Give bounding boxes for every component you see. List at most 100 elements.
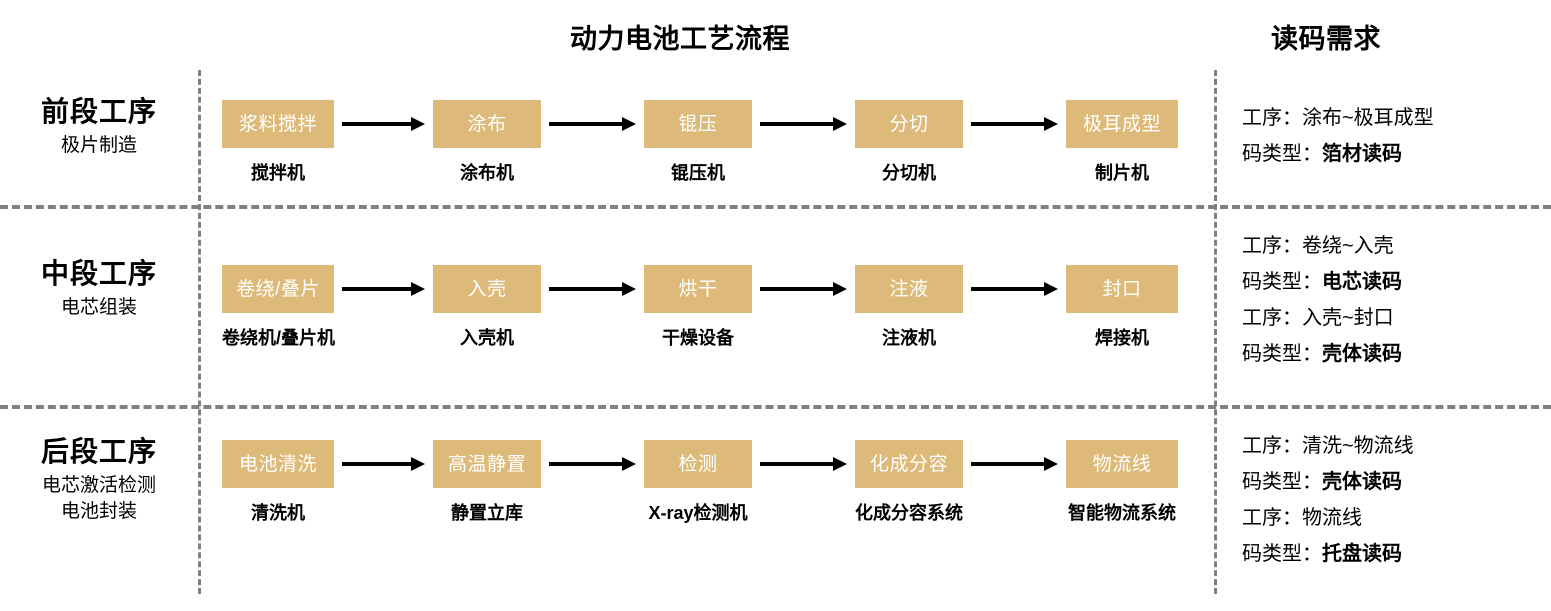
flow-arrow-icon <box>549 282 636 296</box>
process-node-box[interactable]: 极耳成型 <box>1066 100 1178 148</box>
requirement-label: 码类型： <box>1242 343 1322 365</box>
process-node-box[interactable]: 浆料搅拌 <box>222 100 334 148</box>
process-node-label: 烘干 <box>678 278 718 300</box>
process-node-label: 电池清洗 <box>238 453 317 475</box>
process-node[interactable]: 注液 注液机 <box>855 265 963 350</box>
flow-arrow-icon <box>971 117 1058 131</box>
process-node-box[interactable]: 入壳 <box>433 265 541 313</box>
process-node-equipment: 焊接机 <box>1095 328 1149 348</box>
flow-arrow-icon <box>342 117 425 131</box>
requirement-line: 工序：清洗~物流线 <box>1242 428 1542 464</box>
process-node-label: 高温静置 <box>447 453 526 475</box>
flow-row-1: 浆料搅拌 搅拌机 涂布 涂布机 锟压 锟压机 分切 <box>0 100 1551 200</box>
requirement-line: 码类型：箔材读码 <box>1242 136 1542 172</box>
requirement-value: 物流线 <box>1302 507 1362 529</box>
requirement-line: 码类型：壳体读码 <box>1242 464 1542 500</box>
process-node[interactable]: 检测 X-ray检测机 <box>644 440 752 525</box>
process-node-label: 化成分容 <box>869 453 948 475</box>
horizontal-divider-2 <box>0 405 1551 409</box>
process-node-equipment: X-ray检测机 <box>648 503 748 523</box>
requirement-line: 工序：入壳~封口 <box>1242 300 1542 336</box>
page-title-process-flow: 动力电池工艺流程 <box>570 24 790 54</box>
flow-arrow-icon <box>760 282 847 296</box>
process-node-label: 分切 <box>889 113 929 135</box>
process-node[interactable]: 分切 分切机 <box>855 100 963 185</box>
requirement-value: 清洗~物流线 <box>1302 435 1414 457</box>
requirement-label: 工序： <box>1242 307 1302 329</box>
process-node[interactable]: 极耳成型 制片机 <box>1066 100 1178 185</box>
process-node-label: 涂布 <box>467 113 507 135</box>
requirement-line: 工序：卷绕~入壳 <box>1242 228 1542 264</box>
process-node-equipment: 搅拌机 <box>251 163 305 183</box>
process-node[interactable]: 烘干 干燥设备 <box>644 265 752 350</box>
flow-arrow-icon <box>760 457 847 471</box>
process-node-box[interactable]: 分切 <box>855 100 963 148</box>
process-node[interactable]: 浆料搅拌 搅拌机 <box>222 100 334 185</box>
process-node-box[interactable]: 高温静置 <box>433 440 541 488</box>
requirement-value: 托盘读码 <box>1322 543 1402 565</box>
process-node-equipment: 入壳机 <box>460 328 514 348</box>
process-node[interactable]: 化成分容 化成分容系统 <box>855 440 963 525</box>
vertical-divider-right <box>1214 70 1217 594</box>
requirement-label: 工序： <box>1242 507 1302 529</box>
process-node-box[interactable]: 烘干 <box>644 265 752 313</box>
process-node[interactable]: 锟压 锟压机 <box>644 100 752 185</box>
process-node-label: 物流线 <box>1092 453 1152 475</box>
process-node-box[interactable]: 物流线 <box>1066 440 1178 488</box>
flow-arrow-icon <box>342 457 425 471</box>
process-node-label: 检测 <box>678 453 718 475</box>
stage-sub-3: 电芯激活检测 电池封装 <box>41 475 156 523</box>
process-node-box[interactable]: 注液 <box>855 265 963 313</box>
process-node-box[interactable]: 涂布 <box>433 100 541 148</box>
stage-sub-2: 电芯组装 <box>60 297 137 319</box>
process-node[interactable]: 电池清洗 清洗机 <box>222 440 334 525</box>
process-node-box[interactable]: 化成分容 <box>855 440 963 488</box>
flow-arrow-icon <box>549 117 636 131</box>
stage-sub-1: 极片制造 <box>60 135 137 157</box>
process-node-equipment: 化成分容系统 <box>855 503 963 523</box>
process-node-box[interactable]: 检测 <box>644 440 752 488</box>
process-node[interactable]: 封口 焊接机 <box>1066 265 1178 350</box>
process-node[interactable]: 入壳 入壳机 <box>433 265 541 350</box>
process-node-equipment: 干燥设备 <box>662 328 734 348</box>
requirement-label: 码类型： <box>1242 143 1322 165</box>
stage-name-2: 中段工序 <box>40 258 157 289</box>
requirement-label: 码类型： <box>1242 543 1322 565</box>
flow-arrow-icon <box>549 457 636 471</box>
process-node-label: 注液 <box>889 278 929 300</box>
requirement-group-1: 工序：涂布~极耳成型 码类型：箔材读码 <box>1242 100 1542 172</box>
process-node-equipment: 静置立库 <box>451 503 523 523</box>
process-node-equipment: 涂布机 <box>460 163 514 183</box>
flow-arrow-icon <box>760 117 847 131</box>
process-node[interactable]: 物流线 智能物流系统 <box>1066 440 1178 525</box>
process-node-box[interactable]: 封口 <box>1066 265 1178 313</box>
process-node[interactable]: 高温静置 静置立库 <box>433 440 541 525</box>
process-node-equipment: 卷绕机/叠片机 <box>222 328 336 348</box>
requirement-value: 箔材读码 <box>1322 143 1402 165</box>
requirement-line: 码类型：电芯读码 <box>1242 264 1542 300</box>
process-node[interactable]: 涂布 涂布机 <box>433 100 541 185</box>
requirement-value: 壳体读码 <box>1322 471 1402 493</box>
process-node-label: 封口 <box>1102 278 1142 300</box>
requirement-label: 码类型： <box>1242 271 1322 293</box>
process-node[interactable]: 卷绕/叠片 卷绕机/叠片机 <box>222 265 336 350</box>
requirement-value: 电芯读码 <box>1322 271 1402 293</box>
flow-arrow-icon <box>342 282 425 296</box>
process-node-label: 入壳 <box>467 278 507 300</box>
flow-arrow-icon <box>971 282 1058 296</box>
requirement-value: 卷绕~入壳 <box>1302 235 1394 257</box>
process-node-box[interactable]: 电池清洗 <box>222 440 334 488</box>
process-node-box[interactable]: 卷绕/叠片 <box>222 265 334 313</box>
process-node-equipment: 制片机 <box>1095 163 1149 183</box>
process-node-box[interactable]: 锟压 <box>644 100 752 148</box>
requirement-line: 工序：涂布~极耳成型 <box>1242 100 1542 136</box>
process-node-equipment: 注液机 <box>882 328 936 348</box>
requirement-label: 工序： <box>1242 107 1302 129</box>
process-node-equipment: 分切机 <box>882 163 936 183</box>
requirement-label: 工序： <box>1242 235 1302 257</box>
requirement-group-2: 工序：卷绕~入壳 码类型：电芯读码 工序：入壳~封口 码类型：壳体读码 <box>1242 228 1542 372</box>
stage-label-group-3: 后段工序 电芯激活检测 电池封装 <box>0 436 198 526</box>
requirement-value: 壳体读码 <box>1322 343 1402 365</box>
stage-name-3: 后段工序 <box>40 436 157 467</box>
requirement-line: 码类型：托盘读码 <box>1242 536 1542 572</box>
